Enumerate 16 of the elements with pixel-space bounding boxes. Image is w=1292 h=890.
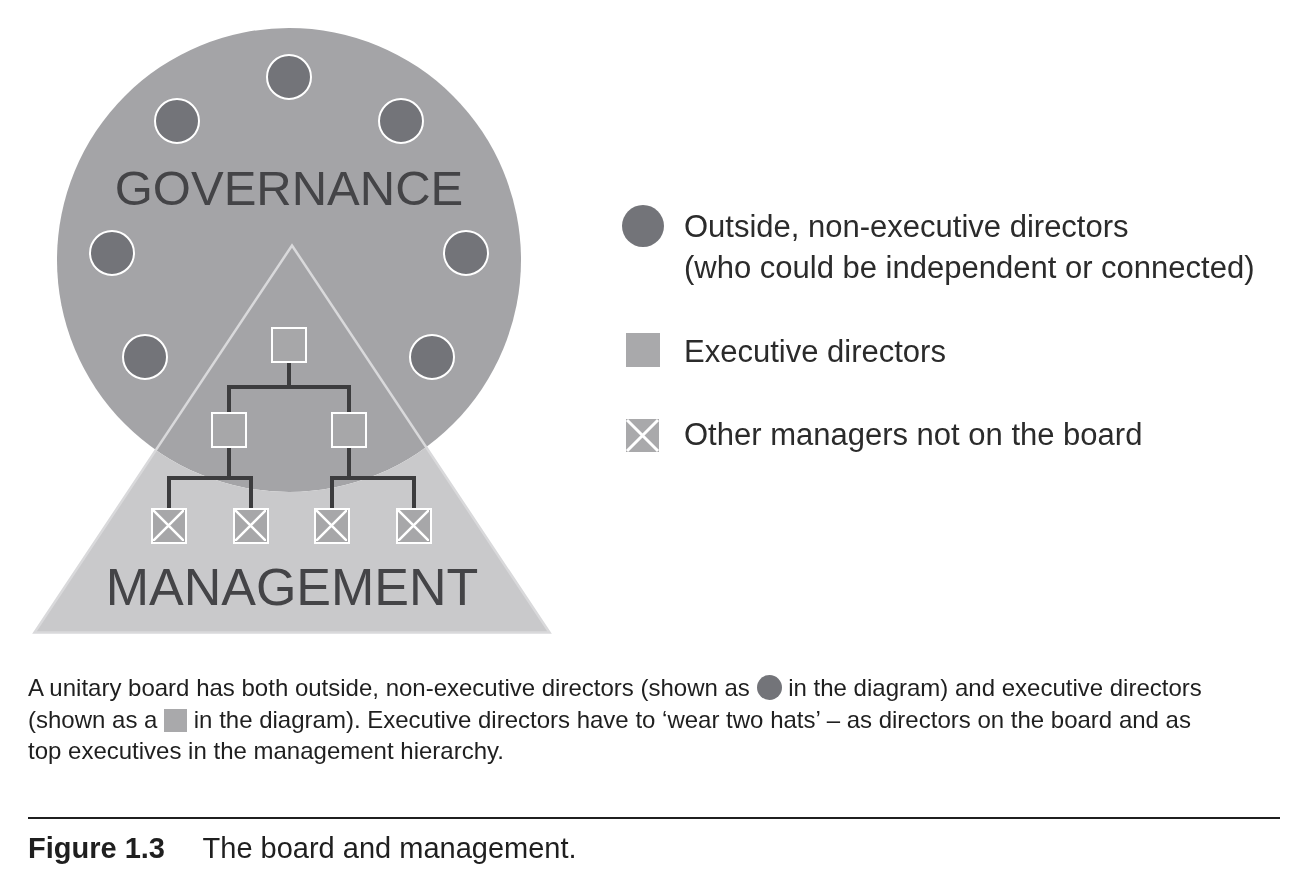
region-title: MANAGEMENT <box>105 557 479 617</box>
director-square <box>211 412 247 448</box>
director-square <box>271 327 307 363</box>
figure-caption: Figure 1.3 The board and management. <box>28 831 577 866</box>
director-square <box>331 412 367 448</box>
crossed-square <box>233 508 269 544</box>
org-chart-line <box>287 363 351 412</box>
legend-label: Executive directors <box>684 333 946 371</box>
crossed-square <box>314 508 350 544</box>
crossed-square <box>396 508 432 544</box>
region-title: GOVERNANCE <box>114 160 464 217</box>
management-triangle <box>33 244 551 634</box>
legend-label: Outside, non-executive directors (who could be independent or connected) <box>684 208 1255 287</box>
explanation-paragraph: A unitary board has both outside, non-executive directors (shown as in the diagram) and executive directors (shown as a in the diagram). Executive directors have to ‘wear two hats’ – as directors on the board and as top executives in the management hierarchy. <box>28 673 1203 766</box>
crossed-square <box>151 508 187 544</box>
legend-label: Other managers not on the board <box>684 416 1143 454</box>
